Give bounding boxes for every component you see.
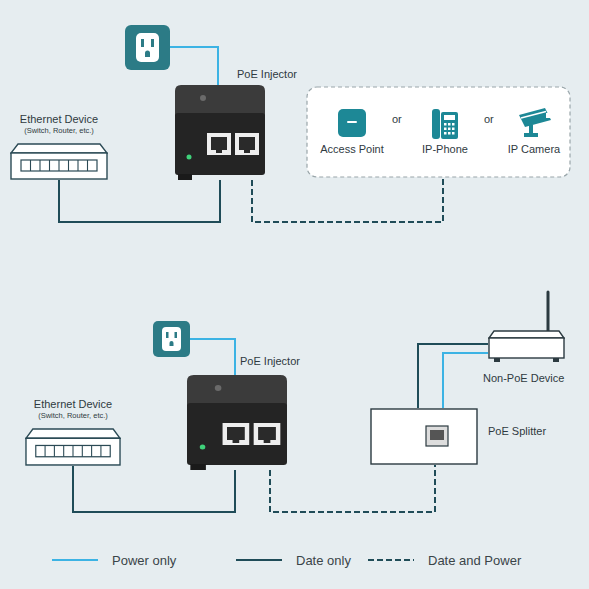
device-sublabel: (Switch, Router, etc.) xyxy=(0,412,181,421)
connector-word: or xyxy=(484,113,494,126)
legend-line-sample xyxy=(368,556,414,564)
data-power-wire xyxy=(252,177,443,222)
access-point-icon xyxy=(338,109,366,141)
power-outlet xyxy=(153,321,190,357)
ip-camera: IP Camera xyxy=(515,108,553,138)
device-label: PoE Splitter xyxy=(488,425,546,438)
router-icon xyxy=(488,330,565,366)
legend-item: Date only xyxy=(236,552,351,568)
legend-item: Date and Power xyxy=(368,552,521,568)
data-line xyxy=(418,344,488,408)
legend-line-sample xyxy=(236,556,282,564)
access-point: Access Point xyxy=(338,109,366,137)
device-sublabel: (Switch, Router, etc.) xyxy=(0,127,168,136)
ethernet-switch-icon xyxy=(10,143,108,184)
ethernet-switch-icon xyxy=(25,428,121,470)
ip-camera-icon xyxy=(515,108,553,142)
poe-injector-icon xyxy=(187,375,287,474)
legend-text: Date only xyxy=(296,553,351,568)
legend-text: Power only xyxy=(112,553,176,568)
data-line xyxy=(59,180,220,222)
router: Non-PoE Device xyxy=(488,330,565,362)
power-wire xyxy=(170,47,218,85)
ethernet-switch: Ethernet Device(Switch, Router, etc.) xyxy=(25,428,121,466)
ethernet-switch: Ethernet Device(Switch, Router, etc.) xyxy=(10,143,108,180)
poe-injector: PoE Injector xyxy=(187,375,287,470)
device-label: Ethernet Device xyxy=(0,113,168,126)
ip-phone: IP-Phone xyxy=(432,109,458,139)
device-group xyxy=(307,87,570,177)
device-label: Non-PoE Device xyxy=(483,372,564,385)
data-power-line xyxy=(270,465,435,512)
connector-word: or xyxy=(392,113,402,126)
legend-line-sample xyxy=(52,556,98,564)
antenna xyxy=(547,292,550,333)
power-wire xyxy=(190,339,235,375)
device-label: PoE Injector xyxy=(240,355,300,368)
device-label: Ethernet Device xyxy=(0,398,181,411)
poe-splitter: PoE Splitter xyxy=(370,408,478,465)
device-label: PoE Injector xyxy=(237,68,297,81)
ip-phone-icon xyxy=(432,109,458,143)
power-outlet xyxy=(125,25,170,70)
legend-item: Power only xyxy=(52,552,176,568)
data-line xyxy=(73,466,235,512)
device-label: IP-Phone xyxy=(372,143,518,156)
device-label: IP Camera xyxy=(455,143,589,156)
device-label: Access Point xyxy=(278,143,426,156)
legend-text: Date and Power xyxy=(428,553,521,568)
power-line xyxy=(443,353,488,408)
poe-injector-icon xyxy=(175,85,265,184)
poe-injector: PoE Injector xyxy=(175,85,265,180)
poe-splitter-icon xyxy=(370,408,478,469)
